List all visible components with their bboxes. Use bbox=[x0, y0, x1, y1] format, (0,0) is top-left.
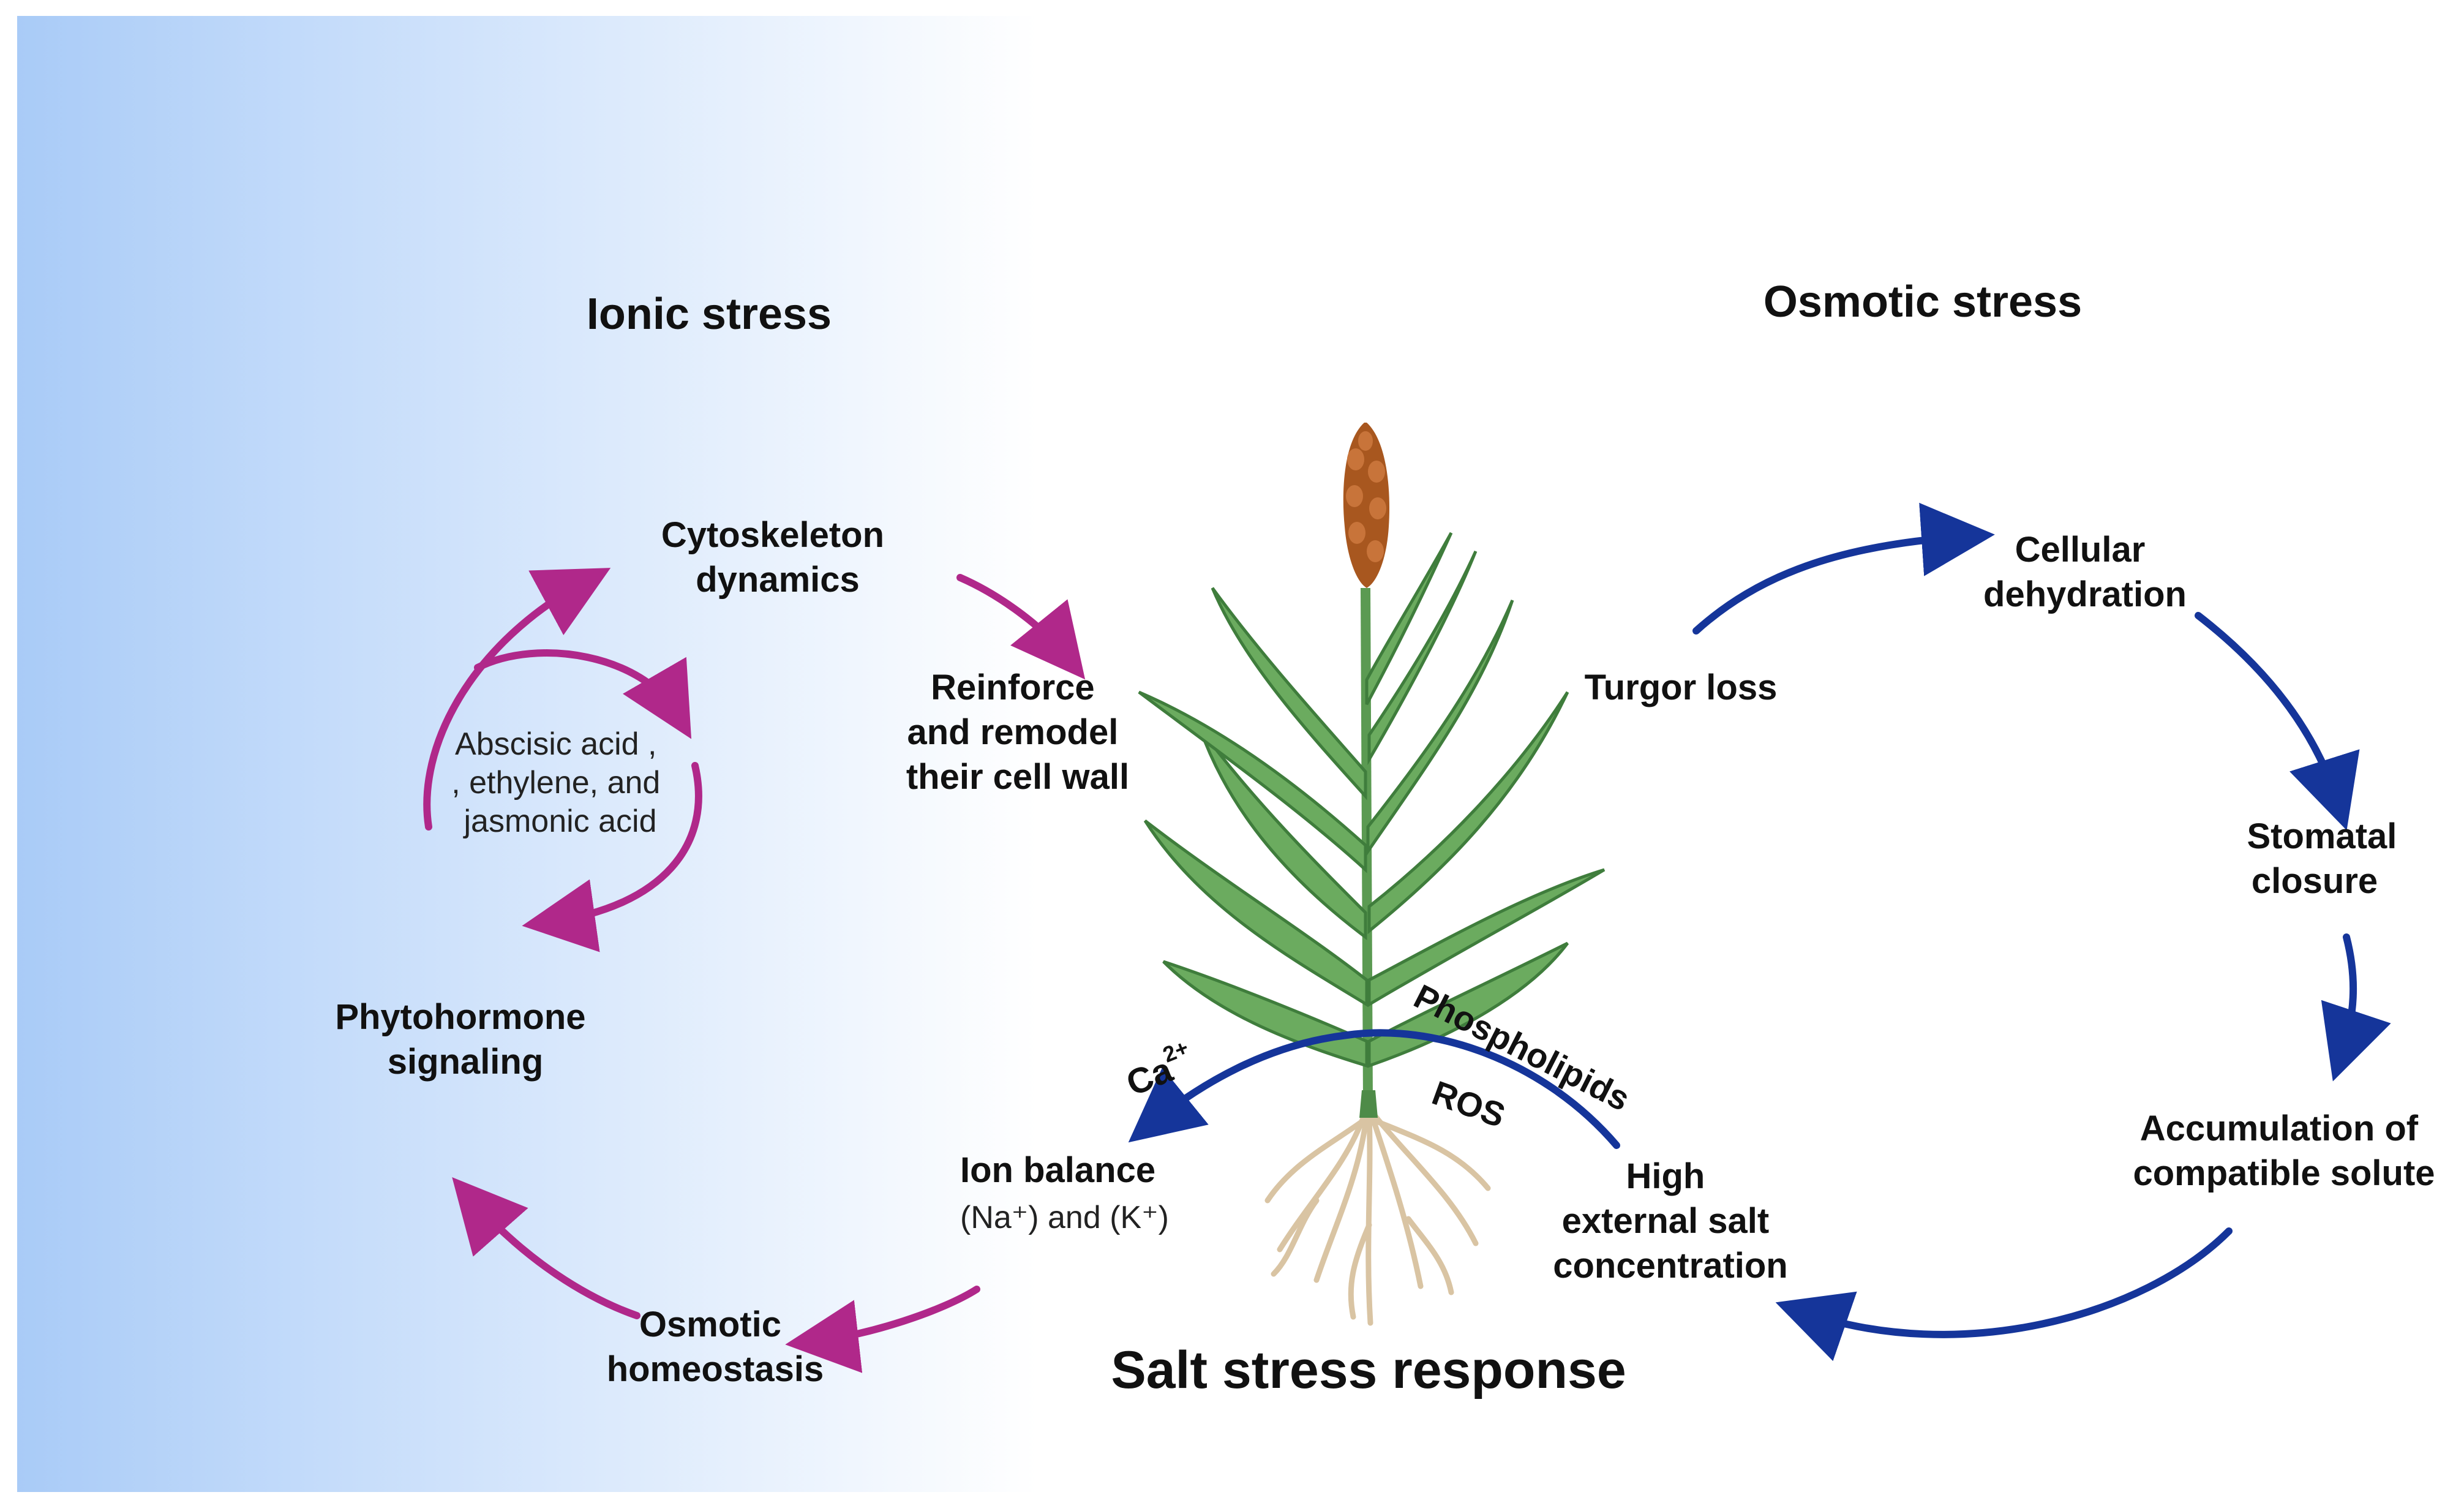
label-hormones: Abscisic acid , , ethylene, and jasmonic… bbox=[451, 726, 669, 839]
label-phytohormone-signaling: Phytohormone signaling bbox=[335, 997, 595, 1082]
label-ion-balance-detail: (Na⁺) and (K⁺) bbox=[960, 1200, 1169, 1235]
heading-osmotic-stress: Osmotic stress bbox=[1763, 277, 2082, 326]
curved-arrow-icon bbox=[423, 568, 611, 831]
label-turgor-loss: Turgor loss bbox=[1585, 668, 1778, 707]
curved-arrow-icon bbox=[1128, 1029, 1620, 1149]
curved-arrow-icon bbox=[2195, 612, 2360, 831]
label-cellular-dehydration: Cellular dehydration bbox=[1983, 530, 2187, 614]
heading-ionic-stress: Ionic stress bbox=[587, 290, 832, 339]
curved-arrow-icon bbox=[1692, 502, 1995, 635]
label-reinforce-cell-wall: Reinforce and remodel their cell wall bbox=[906, 668, 1129, 797]
label-stomatal-closure: Stomatal closure bbox=[2247, 816, 2406, 901]
panicle bbox=[1343, 423, 1390, 588]
curved-arrow-icon bbox=[956, 574, 1086, 680]
label-ion-balance: Ion balance bbox=[960, 1150, 1155, 1190]
ionic-cycle-arrows bbox=[423, 568, 1086, 1373]
label-high-external-salt: High external salt concentration bbox=[1553, 1156, 1788, 1286]
osmotic-cycle-arrows bbox=[1128, 502, 2391, 1362]
label-cytoskeleton-dynamics: Cytoskeleton dynamics bbox=[661, 515, 894, 600]
curved-arrow-icon bbox=[785, 1286, 980, 1373]
curved-arrow-icon bbox=[474, 649, 692, 739]
curved-arrow-icon bbox=[452, 1177, 640, 1319]
label-accumulation-compatible-solute: Accumulation of compatible solute bbox=[2133, 1109, 2435, 1193]
curved-arrow-icon bbox=[522, 762, 702, 952]
curved-arrow-icon bbox=[1775, 1227, 2233, 1362]
curved-arrow-icon bbox=[2321, 933, 2391, 1082]
label-osmotic-homeostasis: Osmotic homeostasis bbox=[607, 1305, 824, 1389]
heading-salt-stress-response: Salt stress response bbox=[1111, 1341, 1626, 1400]
